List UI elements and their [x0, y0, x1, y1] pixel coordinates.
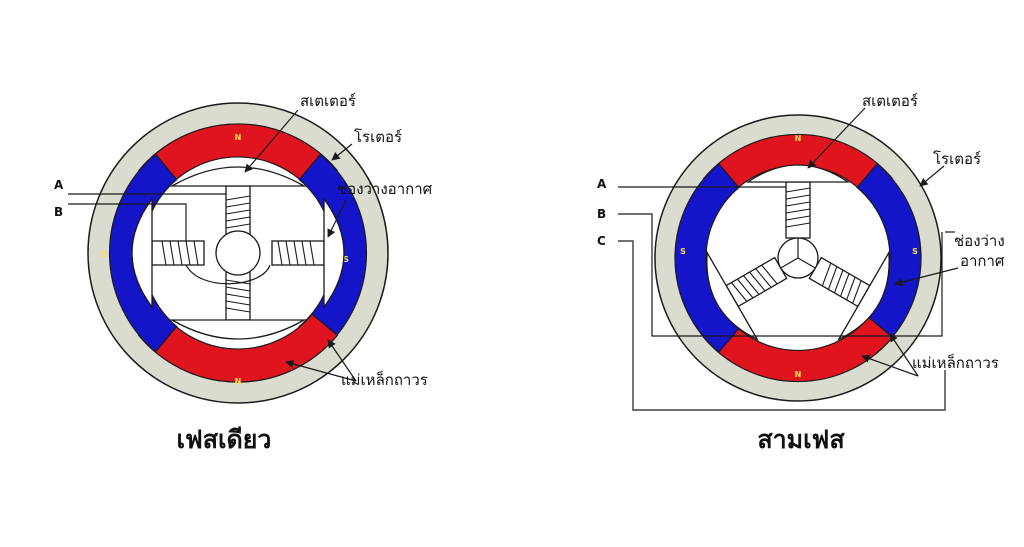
pole-label-south-left: S — [680, 247, 686, 256]
caption-single-phase: เฟสเดียว — [177, 425, 272, 454]
leader-stator — [244, 109, 299, 173]
rotor-center — [215, 230, 261, 276]
pole-label-north-top: N — [795, 134, 802, 143]
three-phase-motor: N N S S — [597, 92, 1005, 454]
terminal-label-a: A — [54, 178, 64, 192]
leader-air-gap — [327, 199, 347, 238]
air-gap-label: ช่องว่างอากาศ — [337, 180, 433, 198]
rotor-label: โรเตอร์ — [354, 128, 402, 146]
terminal-label-a: A — [597, 177, 607, 191]
terminal-label-b: B — [54, 205, 63, 219]
stator-coils — [161, 195, 315, 313]
terminal-wires — [618, 186, 955, 411]
terminal-label-c: C — [597, 234, 606, 248]
leader-magnet-1 — [861, 354, 919, 377]
air-gap-label-line1: ช่องว่าง — [954, 232, 1005, 250]
caption-three-phase: สามเฟส — [757, 425, 845, 454]
magnet-label: แม่เหล็กถาวร — [912, 353, 999, 372]
single-phase-motor: N N S S A B — [54, 92, 433, 454]
pole-label-north-bottom: N — [795, 370, 802, 379]
magnet-label: แม่เหล็กถาวร — [341, 370, 428, 389]
leader-magnet-1 — [285, 359, 357, 382]
leader-magnet-2 — [327, 339, 357, 382]
pole-label-north-bottom: N — [235, 377, 242, 386]
stator-coils — [730, 187, 862, 304]
rotor-label: โรเตอร์ — [933, 150, 981, 168]
leader-air-gap — [894, 267, 959, 287]
leader-rotor — [919, 165, 945, 187]
leader-magnet-2 — [889, 333, 919, 377]
leader-stator — [807, 107, 866, 169]
air-gap-label-line2: อากาศ — [960, 252, 1005, 270]
pole-label-south-right: S — [912, 247, 918, 256]
terminal-label-b: B — [597, 207, 606, 221]
rotor-center — [777, 237, 819, 279]
stator-label: สเตเตอร์ — [300, 92, 356, 110]
pole-label-south-right: S — [343, 255, 349, 264]
pole-label-south-left: S — [101, 250, 107, 259]
leader-rotor — [331, 143, 353, 161]
pole-label-north-top: N — [235, 133, 242, 142]
terminal-wires — [68, 193, 271, 285]
stator-poles — [706, 164, 890, 341]
stator-label: สเตเตอร์ — [862, 92, 918, 110]
